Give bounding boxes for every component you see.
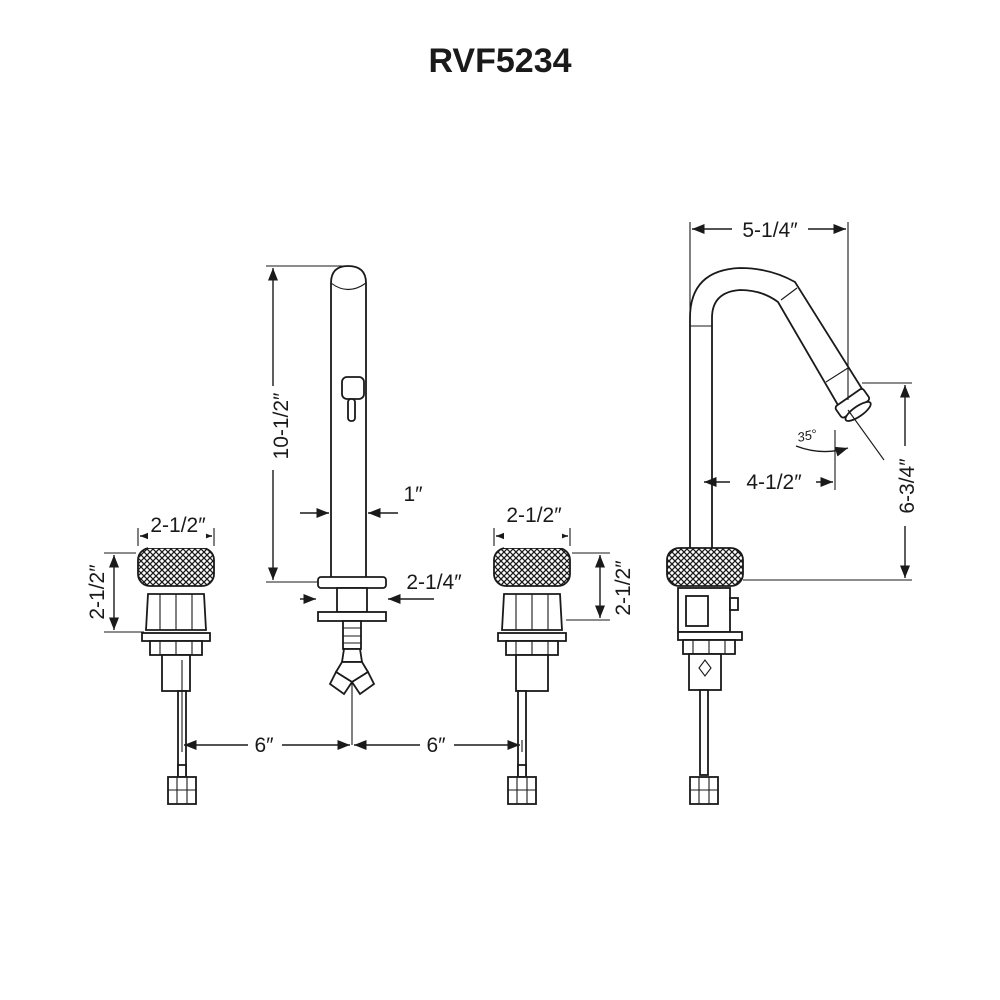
- side-view-assembly: [666, 267, 872, 805]
- right-valve-body: [515, 654, 549, 692]
- side-outlet-height-label: 6-3/4″: [896, 458, 919, 514]
- right-handle-assembly: [493, 547, 571, 805]
- spout-column: [330, 265, 367, 579]
- right-handle-knob: [493, 547, 571, 587]
- side-handle-knob: [666, 547, 744, 587]
- spacing-left-label: 6″: [254, 734, 274, 757]
- side-top-reach-label: 5-1/4″: [742, 219, 798, 242]
- left-handle-width-label: 2-1/2″: [150, 514, 206, 537]
- spout-height-label: 10-1/2″: [270, 392, 293, 460]
- left-handle-height-label: 2-1/2″: [86, 564, 109, 620]
- side-supply-line: [699, 689, 709, 776]
- spout-aerator: [341, 376, 365, 400]
- left-valve-body: [161, 654, 191, 692]
- left-mount-ring: [141, 632, 211, 642]
- right-handle-height-label: 2-1/2″: [612, 560, 635, 616]
- drawing-title: RVF5234: [428, 42, 572, 80]
- left-handle-knob: [137, 547, 215, 587]
- spout-base-label: 2-1/4″: [406, 571, 462, 594]
- side-outlet-reach-label: 4-1/2″: [746, 471, 802, 494]
- spout-mount-washer: [317, 611, 387, 622]
- right-mount-ring: [497, 632, 567, 642]
- spout-front-assembly: [317, 265, 387, 745]
- spray-angle-label: 35°: [796, 426, 818, 445]
- spout-base-plate: [317, 576, 387, 589]
- left-handle-assembly: [137, 547, 215, 805]
- right-handle-width-label: 2-1/2″: [506, 504, 562, 527]
- right-supply-line: [517, 690, 527, 776]
- spacing-right-label: 6″: [426, 734, 446, 757]
- side-spout-arc: [689, 267, 866, 561]
- spout-diameter-label: 1″: [403, 483, 423, 506]
